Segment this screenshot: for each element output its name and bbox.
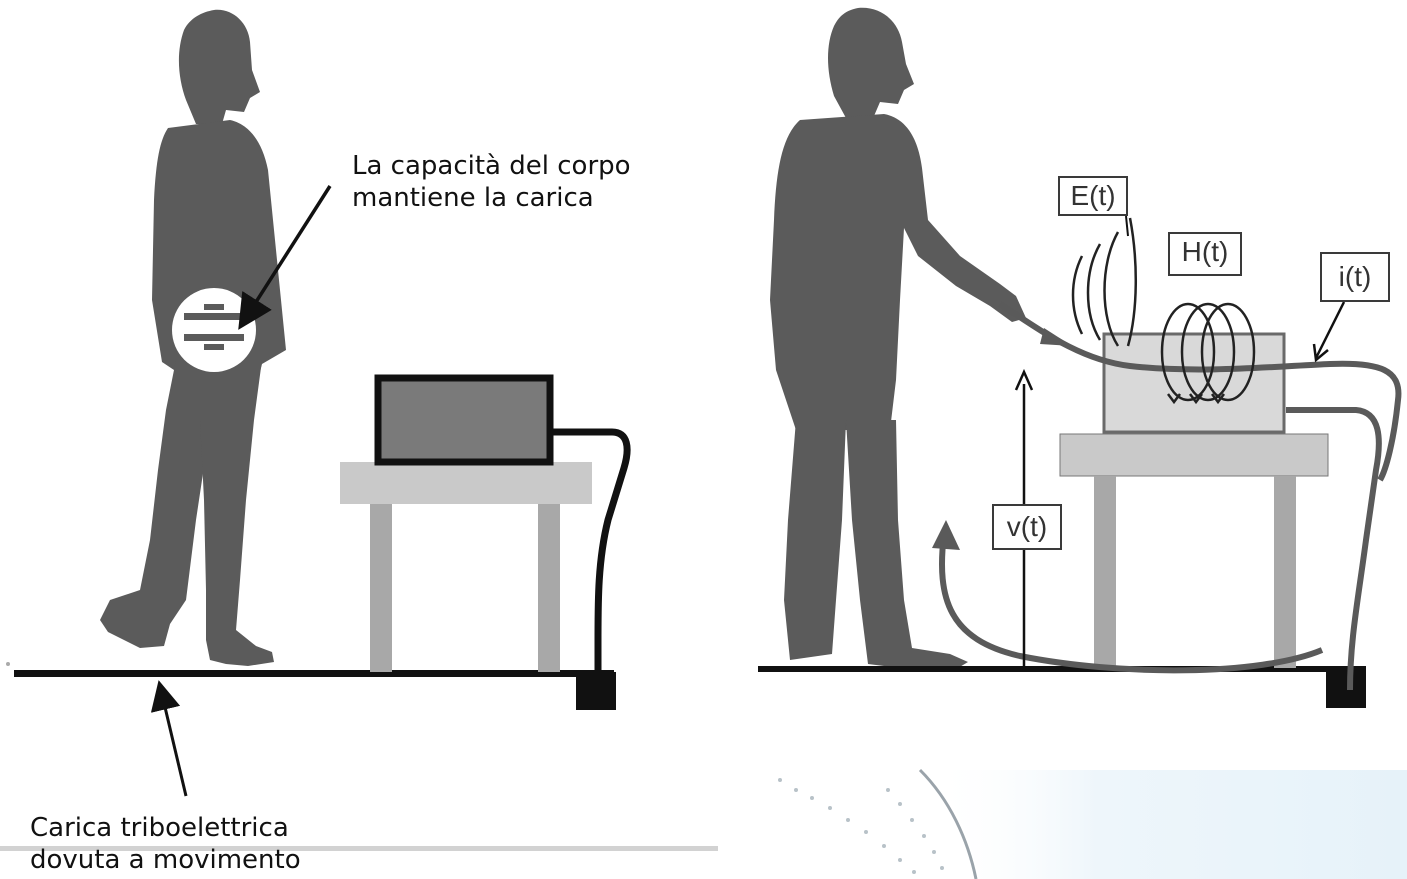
left-panel (0, 9, 718, 851)
capacitance-arrow (238, 185, 332, 330)
floor-line-right (758, 666, 1366, 672)
device-cable (552, 428, 631, 672)
triboelectric-arrow (150, 680, 188, 797)
device-ground-cable (1286, 407, 1382, 691)
capacitance-caption: La capacità del corpo mantiene la carica (352, 150, 631, 214)
triboelectric-caption-line2: dovuta a movimento (30, 845, 301, 875)
i-label-pointer (1314, 301, 1346, 359)
triboelectric-caption: Carica triboelettrica dovuta a movimento (30, 812, 301, 876)
device-box (374, 374, 554, 466)
table-right (1059, 433, 1329, 668)
voltage-label: v(t) (992, 504, 1062, 550)
discharge-cable (998, 301, 1402, 482)
e-label-pointer (1125, 215, 1129, 237)
magnetic-field-coils (1160, 302, 1256, 405)
table (340, 462, 592, 672)
electric-field-label: E(t) (1058, 176, 1128, 216)
right-panel (758, 7, 1407, 879)
electric-field-arcs (1071, 217, 1137, 347)
triboelectric-caption-line1: Carica triboelettrica (30, 813, 289, 843)
separator-bar (0, 846, 718, 851)
capacitor-icon (172, 288, 256, 372)
return-current-loop (939, 533, 1324, 674)
device-box-right (1102, 332, 1286, 434)
magnetic-field-label: H(t) (1168, 232, 1242, 276)
standing-person-silhouette (770, 7, 1026, 668)
capacitance-caption-line2: mantiene la carica (352, 183, 594, 213)
capacitance-caption-line1: La capacità del corpo (352, 151, 631, 181)
background-decoration (778, 768, 1407, 879)
ground-block-right (1326, 668, 1366, 708)
current-label: i(t) (1320, 252, 1390, 302)
ground-block (576, 672, 616, 710)
floor-line (14, 670, 614, 677)
